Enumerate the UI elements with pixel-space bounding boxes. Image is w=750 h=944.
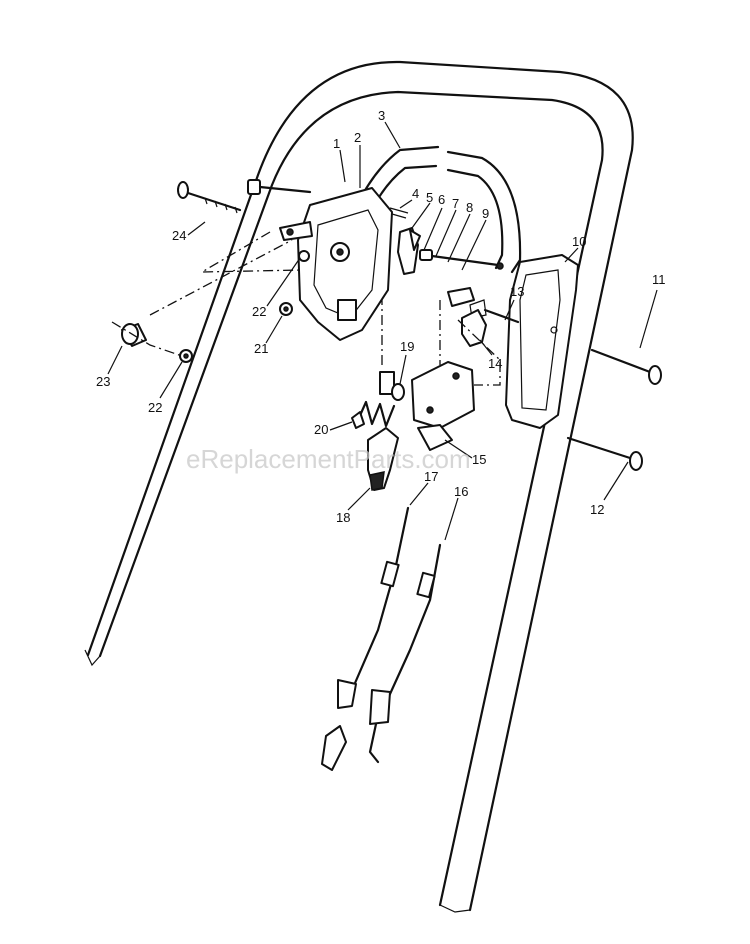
callout-labels: 1 2 3 4 5 6 7 8 9 10 11 12 13 14 15 16 1… [96,108,666,525]
callout-11: 11 [652,272,666,287]
callout-23: 23 [96,374,110,389]
nut-22-lower [179,349,193,363]
upper-handle [84,60,634,913]
callout-19: 19 [400,339,414,354]
callout-21: 21 [254,341,268,356]
callout-3: 3 [378,108,385,123]
callout-1: 1 [333,136,340,151]
callout-17: 17 [424,469,438,484]
callout-10: 10 [572,234,586,249]
callout-14: 14 [488,356,502,371]
callout-15: 15 [472,452,486,467]
bolt-12 [566,436,643,471]
spring-20 [351,400,396,429]
nut-22-upper [298,250,310,262]
bolt-11 [590,348,662,385]
bracket-15 [379,361,475,451]
callout-22-upper: 22 [252,304,266,319]
callout-13: 13 [510,284,524,299]
lever-assembly [389,207,504,275]
assembly-guide-lines [111,231,501,386]
watermark-text: eReplacementParts.com [186,444,471,474]
callout-9: 9 [482,206,489,221]
callout-12: 12 [590,502,604,517]
callout-22-lower: 22 [148,400,162,415]
callout-16: 16 [454,484,468,499]
cable-17 [321,506,410,771]
latch-14 [447,287,487,347]
cover-10 [505,254,579,429]
callout-8: 8 [466,200,473,215]
washer-19 [391,383,405,401]
nut-21 [279,302,293,316]
cable-16 [368,543,442,764]
callout-18: 18 [336,510,350,525]
callout-5: 5 [426,190,433,205]
callout-7: 7 [452,196,459,211]
callout-6: 6 [438,192,445,207]
callout-4: 4 [412,186,419,201]
leader-lines [107,121,658,541]
callout-24: 24 [172,228,186,243]
screw-1 [247,179,312,195]
callout-20: 20 [314,422,328,437]
control-housing [279,187,393,341]
arm-18 [367,427,399,491]
bolt-24 [177,181,242,214]
callout-2: 2 [354,130,361,145]
